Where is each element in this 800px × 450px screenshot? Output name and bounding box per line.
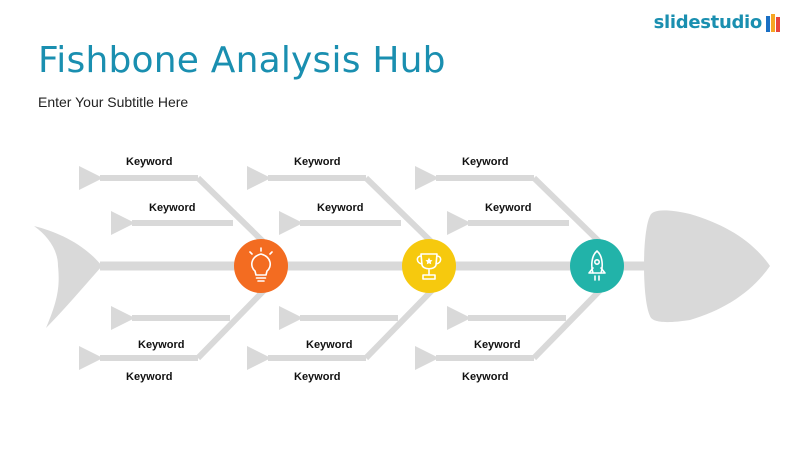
keyword-label: Keyword — [462, 371, 508, 383]
keyword-label: Keyword — [485, 202, 531, 214]
keyword-label: Keyword — [294, 371, 340, 383]
node-3 — [570, 239, 624, 293]
bone-group-1 — [79, 166, 283, 370]
node-circle — [570, 239, 624, 293]
fish-tail — [34, 226, 102, 328]
keyword-label: Keyword — [126, 156, 172, 168]
trophy-icon — [416, 253, 442, 280]
page-title: Fishbone Analysis Hub — [38, 40, 446, 81]
keyword-label: Keyword — [462, 156, 508, 168]
keyword-label: Keyword — [294, 156, 340, 168]
keyword-label: Keyword — [138, 339, 184, 351]
lightbulb-icon — [249, 247, 273, 282]
keyword-label: Keyword — [149, 202, 195, 214]
node-circle — [234, 239, 288, 293]
brand-logo: slidestudio — [654, 12, 780, 33]
keyword-label: Keyword — [317, 202, 363, 214]
keyword-label: Keyword — [474, 339, 520, 351]
keyword-label: Keyword — [306, 339, 352, 351]
node-1 — [234, 239, 288, 293]
fish-head — [644, 210, 770, 323]
brand-name: slidestudio — [653, 12, 763, 33]
node-circle — [402, 239, 456, 293]
page-subtitle: Enter Your Subtitle Here — [38, 94, 189, 110]
keyword-label: Keyword — [126, 371, 172, 383]
brand-mark-icon — [766, 13, 780, 32]
node-2 — [402, 239, 456, 293]
rocket-icon — [588, 250, 606, 281]
